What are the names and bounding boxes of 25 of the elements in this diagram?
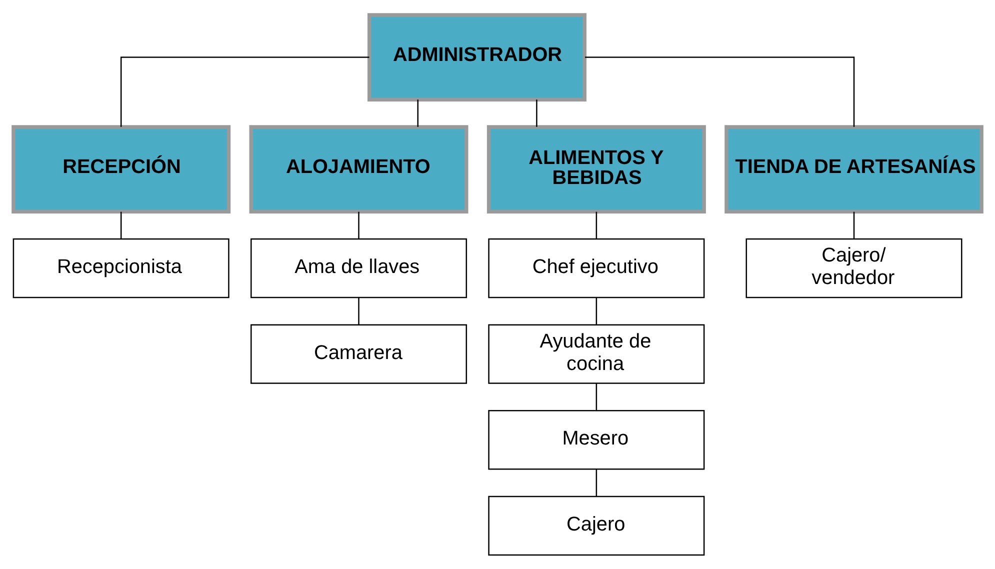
connector — [585, 56, 855, 126]
connector — [596, 383, 598, 410]
node-box: Camarera — [250, 324, 468, 384]
connector — [358, 211, 360, 238]
connector — [536, 99, 538, 126]
connector — [120, 56, 370, 126]
node-box: Recepcionista — [12, 238, 230, 298]
node-box: Cajero — [488, 495, 705, 556]
node-box: RECEPCIÓN — [12, 124, 231, 213]
node-box: Mesero — [488, 410, 705, 470]
connector — [596, 468, 598, 496]
node-box: ADMINISTRADOR — [367, 12, 586, 101]
node-box: TIENDA DE ARTESANÍAS — [724, 124, 984, 213]
node-box: Ama de llaves — [250, 238, 468, 298]
node-box: Ayudante de cocina — [488, 324, 705, 384]
node-box: Chef ejecutivo — [488, 238, 705, 298]
connector — [120, 211, 122, 238]
connector — [596, 297, 598, 324]
connector — [358, 297, 360, 324]
node-box: Cajero/ vendedor — [746, 238, 962, 298]
connector — [417, 99, 418, 126]
connector — [853, 211, 855, 238]
connector — [596, 211, 598, 238]
node-box: ALIMENTOS Y BEBIDAS — [486, 124, 706, 213]
node-box: ALOJAMIENTO — [249, 124, 468, 213]
